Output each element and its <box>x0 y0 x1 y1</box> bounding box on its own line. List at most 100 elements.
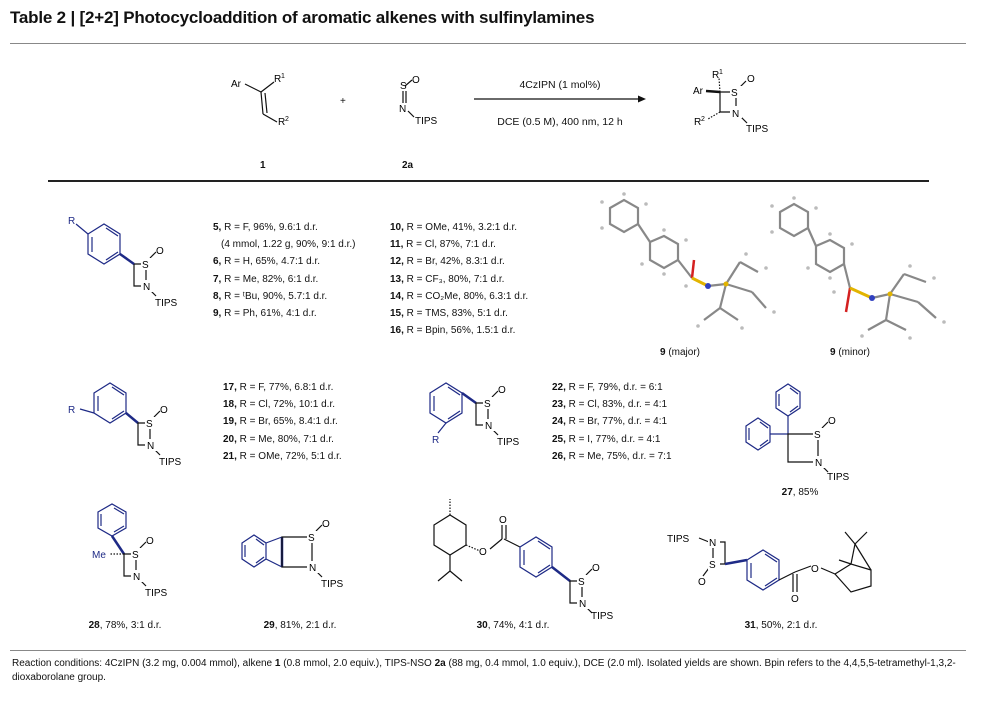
atom-tips: TIPS <box>159 457 182 468</box>
atom-n: N <box>579 599 586 610</box>
atom-s: S <box>146 419 153 430</box>
entry-row: 19, R = Br, 65%, 8.4:1 d.r. <box>223 416 338 428</box>
atom-o: O <box>479 547 487 558</box>
reaction-arrow <box>474 95 646 103</box>
entry-row: 13, R = CF₃, 80%, 7:1 d.r. <box>390 273 505 285</box>
atom-n: N <box>399 104 406 115</box>
atom-s: S <box>578 577 585 588</box>
entry-row: 22, R = F, 79%, d.r. = 6:1 <box>552 382 663 393</box>
atom-r1-sup: 1 <box>281 73 285 80</box>
caption-29: 29, 81%, 2:1 d.r. <box>263 620 337 631</box>
atom-s: S <box>308 533 315 544</box>
atom-tips: TIPS <box>321 579 344 590</box>
atom-o: O <box>146 536 154 547</box>
atom-n: N <box>709 538 716 549</box>
entries-10-16: 10, R = OMe, 41%, 3.2:1 d.r. 11, R = Cl,… <box>390 219 570 339</box>
atom-r2: R <box>694 117 701 128</box>
table-title: Table 2 | [2+2] Photocycloaddition of ar… <box>10 8 595 27</box>
footnote-divider <box>10 650 966 651</box>
label-alkene: 1 <box>260 160 266 171</box>
entry-row: 14, R = CO₂Me, 80%, 6.3:1 d.r. <box>390 290 529 302</box>
entry-row: 20, R = Me, 80%, 7:1 d.r. <box>223 433 334 445</box>
entry-row: 10, R = OMe, 41%, 3.2:1 d.r. <box>390 222 518 233</box>
plus-sign: + <box>340 96 346 107</box>
entry-row: 26, R = Me, 75%, d.r. = 7:1 <box>552 450 672 462</box>
caption-30: 30, 74%, 4:1 d.r. <box>476 620 550 631</box>
atom-s: S <box>814 430 821 441</box>
atom-o: O <box>322 519 330 530</box>
footnote: Reaction conditions: 4CzIPN (3.2 mg, 0.0… <box>12 658 956 683</box>
scheme-divider <box>48 180 929 182</box>
atom-o: O <box>811 564 819 575</box>
atom-s: S <box>709 560 716 571</box>
atom-tips: TIPS <box>667 534 690 545</box>
entry-row: 24, R = Br, 77%, d.r. = 4:1 <box>552 416 668 428</box>
product-general-structure: S O N TIPS Ar R 1 R 2 <box>693 69 769 135</box>
entries-22-26: 22, R = F, 79%, d.r. = 6:1 23, R = Cl, 8… <box>552 379 722 465</box>
atom-r2: R <box>278 117 285 128</box>
atom-tips: TIPS <box>145 588 168 599</box>
atom-tips: TIPS <box>497 437 520 448</box>
entry-row: 8, R = ᵗBu, 90%, 5.7:1 d.r. <box>213 290 328 302</box>
caption-9-major: 9 (major) <box>659 347 700 358</box>
atom-o: O <box>592 563 600 574</box>
entry-row: 6, R = H, 65%, 4.7:1 d.r. <box>213 256 321 268</box>
atom-o: O <box>160 405 168 416</box>
crystal-structure-major <box>600 192 776 330</box>
atom-ar: Ar <box>231 79 242 90</box>
catalyst-label: 4CzIPN (1 mol%) <box>519 79 601 91</box>
atom-o: O <box>698 577 706 588</box>
structure-ortho-substituted: R S O N TIPS <box>429 382 520 448</box>
atom-r: R <box>68 216 75 227</box>
entry-row: 16, R = Bpin, 56%, 1.5:1 d.r. <box>390 325 516 337</box>
atom-n: N <box>133 572 140 583</box>
entry-row: 25, R = I, 77%, d.r. = 4:1 <box>552 433 661 445</box>
entry-row: 12, R = Br, 42%, 8.3:1 d.r. <box>390 256 505 268</box>
atom-r2-sup: 2 <box>285 116 289 123</box>
entry-row: 9, R = Ph, 61%, 4:1 d.r. <box>213 308 317 320</box>
entry-row: 21, R = OMe, 72%, 5:1 d.r. <box>223 450 342 462</box>
atom-r1-sup: 1 <box>719 69 723 76</box>
atom-n: N <box>732 109 739 120</box>
structure-27: S O N TIPS <box>745 383 850 483</box>
atom-s: S <box>132 550 139 561</box>
structure-28: Me S O N TIPS <box>92 503 168 599</box>
crystal-structure-minor <box>770 196 946 340</box>
label-reagent: 2a <box>402 160 414 171</box>
entry-row: 18, R = Cl, 72%, 10:1 d.r. <box>223 399 336 411</box>
atom-tips: TIPS <box>591 611 614 622</box>
entry-row: 5, R = F, 96%, 9.6:1 d.r. <box>213 222 318 233</box>
atom-tips: TIPS <box>827 472 850 483</box>
sulfinylamine-structure: S O N TIPS <box>399 75 438 127</box>
structure-31: TIPS N S O O O <box>667 531 872 605</box>
atom-o: O <box>498 385 506 396</box>
atom-o: O <box>499 515 507 526</box>
atom-ar: Ar <box>693 86 704 97</box>
atom-r: R <box>68 405 75 416</box>
atom-n: N <box>309 563 316 574</box>
atom-s: S <box>142 260 149 271</box>
caption-27: 27, 85% <box>781 487 819 498</box>
entries-17-21: 17, R = F, 77%, 6.8:1 d.r. 18, R = Cl, 7… <box>223 379 393 465</box>
atom-s: S <box>400 81 407 92</box>
structure-30: O O S O N TIPS <box>433 499 614 622</box>
entry-row: 7, R = Me, 82%, 6:1 d.r. <box>213 273 319 285</box>
atom-me: Me <box>92 550 106 561</box>
conditions-label: DCE (0.5 M), 400 nm, 12 h <box>497 116 623 128</box>
alkene-structure: Ar R 1 R 2 <box>231 73 289 128</box>
entries-5-9: 5, R = F, 96%, 9.6:1 d.r. (4 mmol, 1.22 … <box>213 219 388 322</box>
caption-9-minor: 9 (minor) <box>829 347 870 358</box>
atom-tips: TIPS <box>415 116 438 127</box>
atom-n: N <box>147 441 154 452</box>
entry-row: (4 mmol, 1.22 g, 90%, 9:1 d.r.) <box>221 239 356 251</box>
atom-r1: R <box>274 74 281 85</box>
atom-r1: R <box>712 70 719 81</box>
atom-s: S <box>731 88 738 99</box>
atom-o: O <box>412 75 420 86</box>
entry-row: 23, R = Cl, 83%, d.r. = 4:1 <box>552 399 668 411</box>
atom-tips: TIPS <box>746 124 769 135</box>
atom-s: S <box>484 399 491 410</box>
atom-o: O <box>828 416 836 427</box>
atom-o: O <box>156 246 164 257</box>
atom-r: R <box>432 435 439 446</box>
